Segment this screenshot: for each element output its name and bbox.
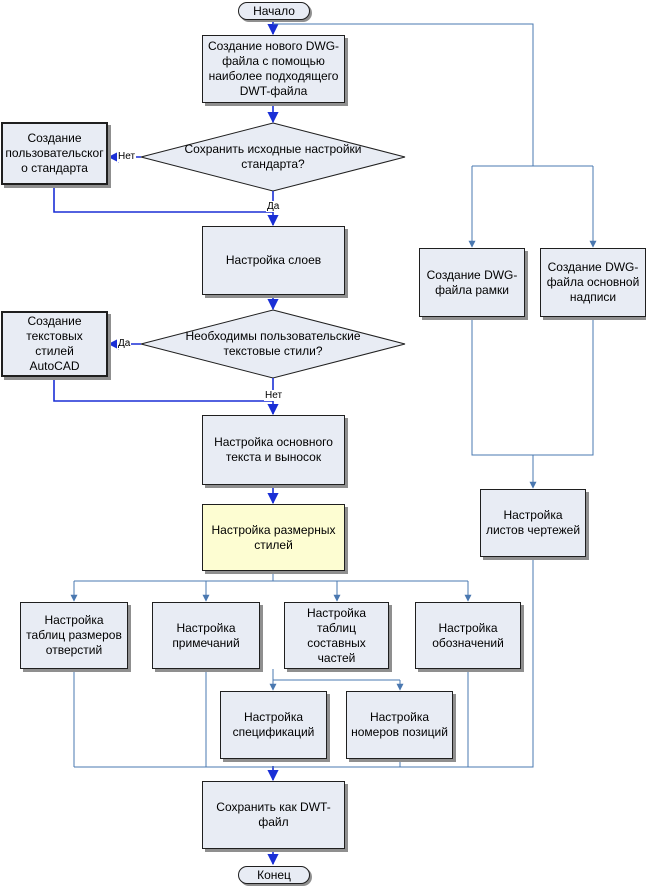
label-no-2: Нет [264, 390, 284, 401]
start-terminal: Начало [238, 2, 310, 20]
frame-dwg-box: Создание DWG- файла рамки [419, 248, 525, 317]
layers-box: Настройка слоев [202, 226, 345, 295]
decision-text-styles-text: Необходимы пользовательские текстовые ст… [185, 329, 361, 358]
label-yes-2: Да [117, 338, 132, 349]
balloons-box: Настройка номеров позиций [346, 691, 453, 759]
label-yes-1: Да [266, 201, 281, 212]
notes-box: Настройка примечаний [152, 602, 260, 669]
label-no-1: Нет [117, 151, 137, 162]
dim-styles-box: Настройка размерных стилей [202, 504, 345, 571]
connector-start-right [273, 23, 534, 166]
decision-keep-standard-text: Сохранить исходные настройки стандарта? [184, 142, 362, 171]
create-dwg-box: Создание нового DWG- файла с помощью наи… [202, 35, 345, 103]
sheets-box: Настройка листов чертежей [480, 489, 586, 557]
text-styles-box: Создание текстовых стилей AutoCAD [1, 311, 108, 377]
main-text-box: Настройка основного текста и выносок [202, 415, 345, 485]
title-block-dwg-box: Создание DWG- файла основной надписи [540, 248, 646, 317]
symbols-box: Настройка обозначений [415, 602, 521, 669]
connector-textstyles-return [53, 377, 273, 402]
parts-tables-box: Настройка таблиц составных частей [284, 602, 389, 669]
specs-box: Настройка спецификаций [220, 691, 327, 759]
save-dwt-box: Сохранить как DWT- файл [202, 781, 345, 849]
connector-frame-down [471, 317, 594, 456]
connector-custom-return [53, 185, 273, 213]
custom-standard-box: Создание пользовательског о стандарта [1, 122, 108, 185]
end-terminal: Конец [238, 866, 310, 884]
hole-tables-box: Настройка таблиц размеров отверстий [20, 602, 128, 669]
